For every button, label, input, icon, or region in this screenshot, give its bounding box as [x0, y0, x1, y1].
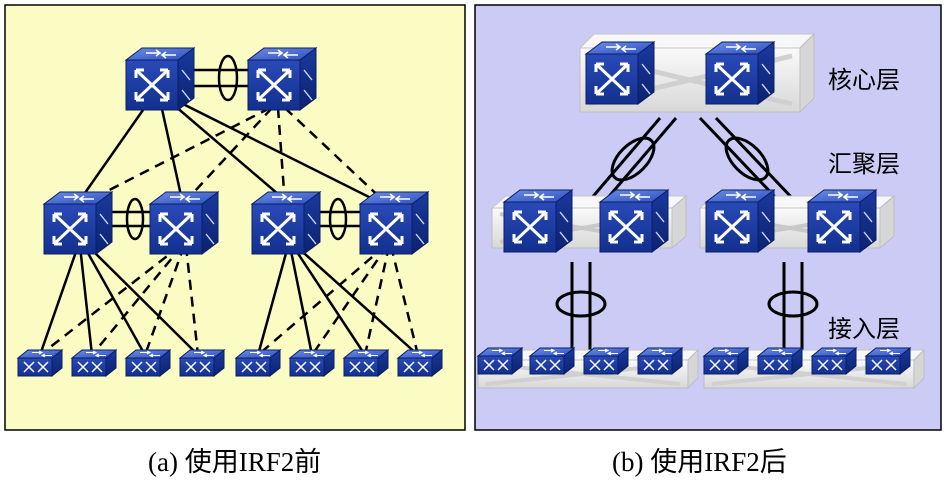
aggregation-switch-icon — [704, 188, 776, 254]
access-switch-icon — [343, 349, 389, 377]
aggregation-virtual-chassis-left — [490, 188, 688, 254]
aggregation-layer-label: 汇聚层 — [828, 150, 900, 178]
link-aggregation-ring-icon — [328, 197, 348, 241]
before-caption: (a) 使用IRF2前 — [148, 447, 322, 477]
access-virtual-chassis-left — [476, 347, 700, 390]
access-switch-icon — [235, 349, 281, 377]
access-switch-icon — [17, 349, 63, 377]
link-aggregation-ring-icon — [724, 136, 770, 182]
access-switch-icon — [71, 349, 117, 377]
access-switch-icon — [289, 349, 335, 377]
link-aggregation-ring-icon — [610, 136, 656, 182]
bundle-links-right — [555, 116, 819, 350]
dashed-links-left — [39, 106, 420, 356]
access-switch-icon — [179, 349, 225, 377]
aggregation-switch-icon — [250, 190, 322, 256]
after-caption: (b) 使用IRF2后 — [612, 447, 787, 477]
access-switch-icon — [583, 347, 629, 375]
access-switch-icon — [757, 347, 803, 375]
core-switch-icon — [584, 40, 656, 106]
solid-links-left — [38, 98, 419, 356]
access-switch-icon — [811, 347, 857, 375]
before-irf2-panel — [4, 4, 466, 431]
link-aggregation-ring-icon — [555, 290, 607, 318]
aggregation-switch-icon — [148, 190, 220, 256]
access-virtual-chassis-right — [702, 347, 926, 390]
access-switch-icon — [397, 349, 443, 377]
access-layer-label: 接入层 — [828, 315, 900, 343]
access-switch-icon — [637, 347, 683, 375]
access-switch-icon — [529, 347, 575, 375]
after-irf2-panel: 核心层 汇聚层 接入层 — [474, 4, 942, 431]
link-aggregation-ring-icon — [125, 197, 145, 241]
link-aggregation-ring-icon — [767, 290, 819, 318]
core-switch-icon — [704, 40, 776, 106]
access-switch-icon — [865, 347, 911, 375]
aggregation-switch-icon — [358, 190, 430, 256]
core-virtual-chassis — [578, 32, 816, 114]
core-layer-label: 核心层 — [828, 66, 900, 94]
aggregation-switch-icon — [42, 190, 114, 256]
access-switch-icon — [703, 347, 749, 375]
access-switch-icon — [477, 347, 523, 375]
aggregation-switch-icon — [598, 188, 670, 254]
core-switch-icon — [246, 46, 318, 112]
core-switch-icon — [124, 46, 196, 112]
access-switch-icon — [125, 349, 171, 377]
aggregation-virtual-chassis-right — [698, 188, 896, 254]
link-aggregation-ring-icon — [217, 54, 239, 102]
aggregation-switch-icon — [806, 188, 878, 254]
aggregation-switch-icon — [502, 188, 574, 254]
